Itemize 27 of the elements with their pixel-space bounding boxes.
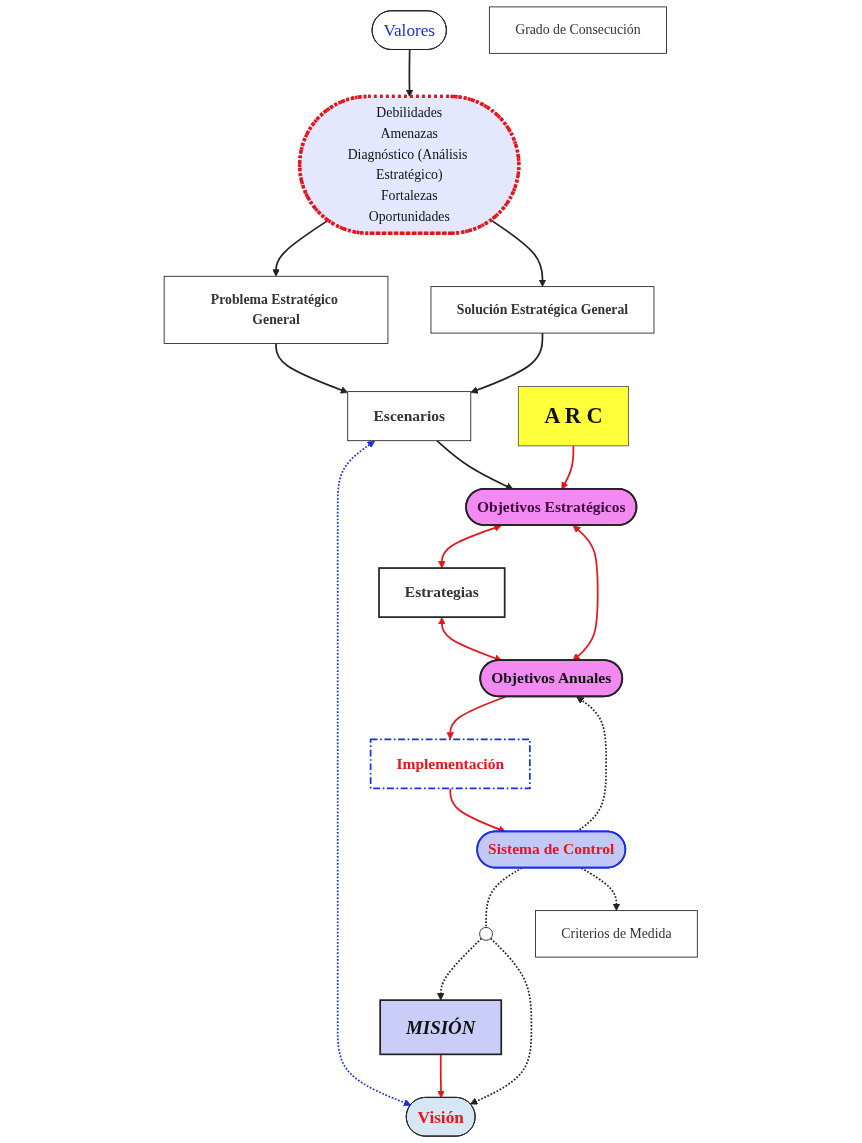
arrow <box>337 440 412 1107</box>
connector <box>485 867 524 929</box>
node-box: Escenarios <box>347 391 472 442</box>
node-box: Estrategias <box>378 567 506 618</box>
arrow <box>275 342 349 394</box>
arrow <box>490 219 547 287</box>
arrow <box>437 937 483 1001</box>
node-circle <box>479 926 494 941</box>
node-box: Solución Estratégica General <box>430 286 655 334</box>
arrow <box>446 695 507 740</box>
node-box: Grado de Consecución <box>489 6 668 54</box>
arrow <box>470 332 544 394</box>
arrow <box>449 787 507 833</box>
arrow <box>580 867 621 911</box>
arrow <box>576 696 608 833</box>
node-box: MISIÓN <box>379 999 503 1056</box>
node-box: A R C <box>518 386 630 447</box>
node-box: Problema Estratégico General <box>164 275 389 344</box>
arrow <box>470 937 533 1105</box>
arrow <box>572 525 599 661</box>
arrow <box>438 524 502 569</box>
arrow <box>438 617 503 662</box>
node-box: Implementación <box>370 738 531 790</box>
arrow <box>436 439 514 490</box>
arrow <box>437 1053 446 1099</box>
node-box: Criterios de Medida <box>535 910 698 958</box>
arrow <box>561 444 575 490</box>
